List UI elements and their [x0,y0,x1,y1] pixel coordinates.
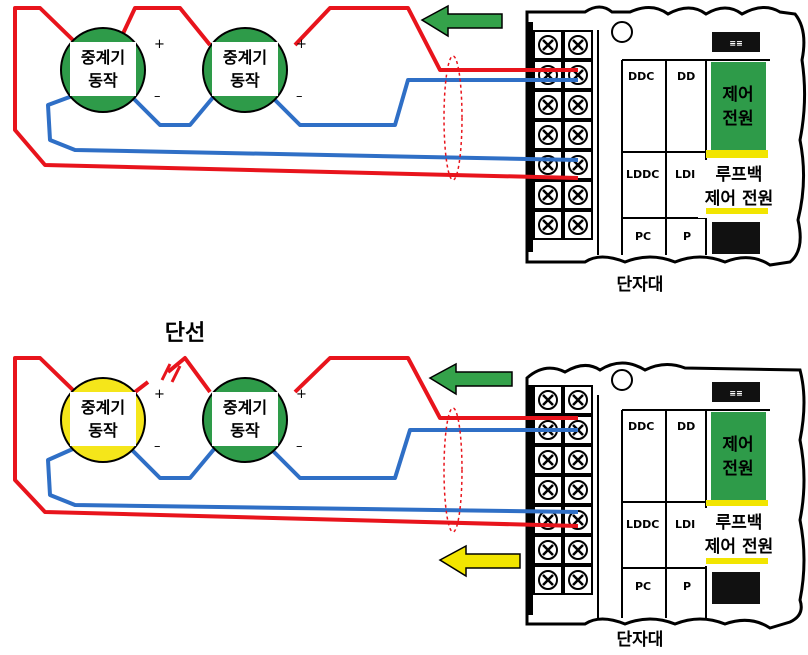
break-label: 단선 [165,321,205,346]
screw-cross [542,189,554,201]
power-box-line1: 제어 [722,85,753,105]
screw-cross [572,514,584,526]
label-ddc: DDC [628,70,654,83]
terminal-panel: ≡≡ DDC DD LDDC LDI PC P 제어 전원 루프백 제어 전원 [525,361,806,630]
screw-cross [542,159,554,171]
screw-cross [572,129,584,141]
arrow-left-icon [420,4,503,38]
label-lddc: LDDC [626,168,659,181]
relay-left-line1: 중계기 [81,48,125,67]
terminal-panel: ≡≡ DDC DD LDDC LDI PC P 제어 전원 루프백 제어 전원 [525,5,807,267]
label-p: P [683,230,691,243]
screw-cross [572,99,584,111]
arrow-left-icon [438,544,521,578]
relay-right-line2: 동작 [230,71,260,90]
terminal-caption: 단자대 [617,630,664,650]
screw-cross [542,454,554,466]
label-dd: DD [677,420,695,433]
control-power-box [711,412,766,500]
plus-sign: + [296,37,307,52]
screw-cross [572,394,584,406]
arrow-left-icon [428,362,513,396]
screw-cross [572,189,584,201]
minus-sign: – [154,89,161,104]
wire-break-icon [160,363,182,383]
screw-cross [542,484,554,496]
screw-terminal-icon [533,30,593,240]
wire-bundle-marker [443,407,463,533]
screw-cross [542,99,554,111]
label-lddc: LDDC [626,518,659,531]
loop-label-line2: 제어 전원 [705,189,773,209]
label-pc: PC [635,230,651,243]
minus-sign: – [296,89,303,104]
label-dd: DD [677,70,695,83]
bottom-diagram: ≡≡ DDC DD LDDC LDI PC P 제어 전원 루프백 제어 전원 [13,321,806,650]
control-power-box [711,62,766,150]
label-ld: LDI [675,518,695,531]
wire-bundle-marker [443,55,463,181]
screw-cross [542,394,554,406]
relay-right-line1: 중계기 [223,398,267,417]
relay-right: 중계기 동작 [202,377,288,463]
minus-sign: – [154,439,161,454]
highlight-bar [706,150,768,158]
relay-left-line2: 동작 [88,71,118,90]
minus-sign: – [296,439,303,454]
loop-label-line1: 루프백 [716,513,763,533]
wires [13,6,579,180]
power-box-line2: 전원 [722,459,753,479]
label-p: P [683,580,691,593]
relay-right-line1: 중계기 [223,48,267,67]
screw-cross [572,544,584,556]
relay-left-line2: 동작 [88,421,118,440]
screw-cross [542,39,554,51]
screw-cross [542,544,554,556]
loop-label-line1: 루프백 [716,165,763,185]
wires [13,356,579,528]
label-pc: PC [635,580,651,593]
label-ddc: DDC [628,420,654,433]
plus-sign: + [154,37,165,52]
screw-cross [542,574,554,586]
top-diagram: ≡≡ DDC DD LDDC LDI PC P 제어 전원 루프백 제어 전원 [13,4,807,295]
relay-left: 중계기 동작 [60,27,146,113]
power-box-line1: 제어 [722,435,753,455]
screw-cross [542,129,554,141]
loop-label-line2: 제어 전원 [705,537,773,557]
plus-sign: + [296,387,307,402]
screw-cross [572,574,584,586]
screw-cross [572,484,584,496]
plus-sign: + [154,387,165,402]
power-box-line2: 전원 [722,109,753,129]
highlight-bar [706,558,768,564]
label-ld: LDI [675,168,695,181]
screw-cross [572,454,584,466]
screw-cross [572,39,584,51]
terminal-caption: 단자대 [617,275,664,295]
svg-text:≡≡: ≡≡ [729,39,742,48]
relay-left-fault: 중계기 동작 [60,377,146,463]
relay-right-line2: 동작 [230,421,260,440]
svg-text:≡≡: ≡≡ [729,389,742,398]
screw-cross [572,219,584,231]
screw-cross [542,219,554,231]
relay-left-line1: 중계기 [81,398,125,417]
relay-right: 중계기 동작 [202,27,288,113]
